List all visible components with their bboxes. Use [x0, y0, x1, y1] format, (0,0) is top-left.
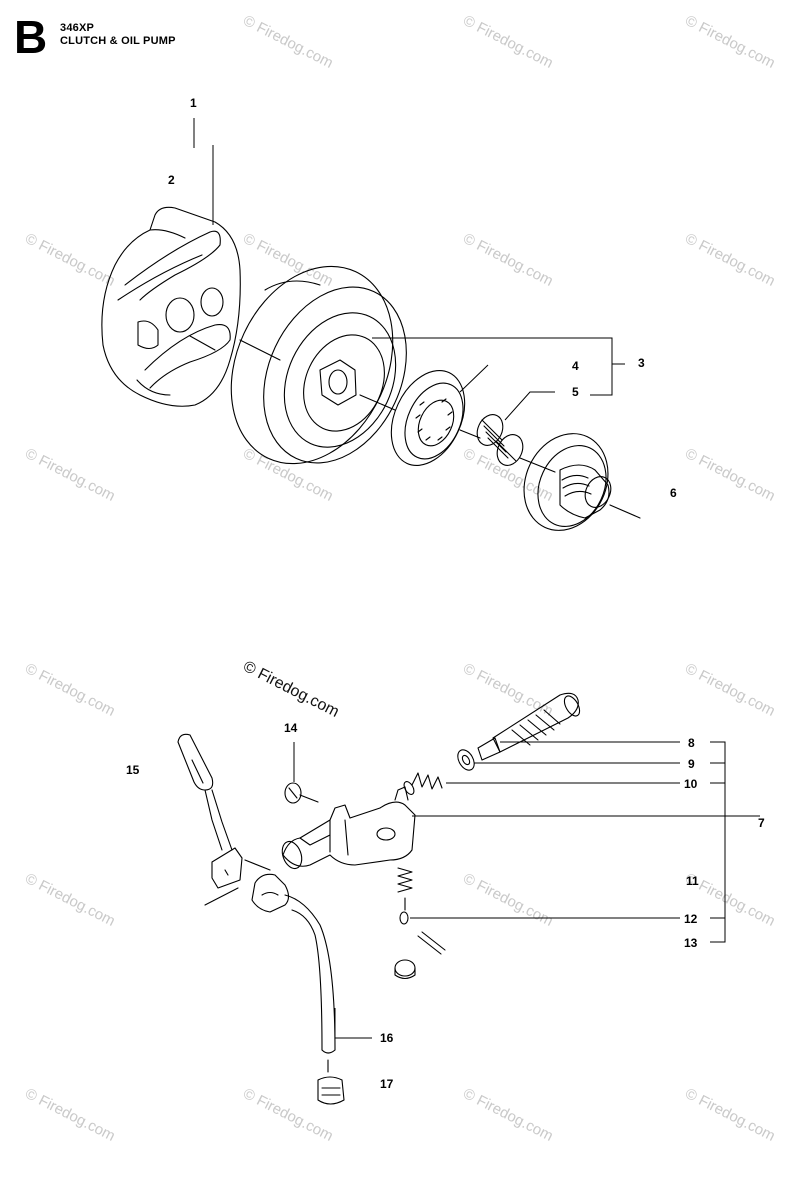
guide-plate-15	[178, 734, 242, 888]
callout-10: 10	[684, 777, 698, 791]
pump-housing-7	[279, 787, 415, 871]
rim-sprocket	[377, 359, 479, 478]
callout-4: 4	[572, 359, 579, 373]
callout-5: 5	[572, 385, 579, 399]
leader-lines-pump	[294, 742, 760, 1038]
callout-15: 15	[126, 763, 140, 777]
adjust-spring-11	[398, 868, 412, 910]
section-title: CLUTCH & OIL PUMP	[60, 35, 176, 47]
callout-8: 8	[688, 736, 695, 750]
washer-6	[509, 420, 624, 544]
axis-line	[205, 888, 238, 905]
drive-worm-8	[478, 693, 583, 760]
callout-2: 2	[168, 173, 175, 187]
callout-9: 9	[688, 757, 695, 771]
model-number: 346XP	[60, 22, 95, 34]
leader-lines-clutch	[194, 118, 625, 420]
callout-1: 1	[190, 96, 197, 110]
callout-11: 11	[686, 874, 699, 888]
callout-17: 17	[380, 1077, 394, 1091]
screw-14	[285, 783, 318, 803]
plug-13	[395, 960, 415, 979]
oil-hose-16	[252, 874, 335, 1053]
clutch-drum	[200, 240, 433, 490]
sheet-letter: B	[14, 11, 48, 63]
callout-12: 12	[684, 912, 698, 926]
callout-7: 7	[758, 816, 765, 830]
callout-6: 6	[670, 486, 677, 500]
spring-10	[402, 773, 442, 796]
clutch-shoe	[102, 207, 240, 406]
pin-12	[400, 912, 445, 954]
callout-3: 3	[638, 356, 645, 370]
callout-13: 13	[684, 936, 698, 950]
washer-9	[454, 747, 477, 773]
oil-filter-17	[318, 1060, 344, 1104]
needle-bearing	[472, 410, 527, 469]
callout-16: 16	[380, 1031, 394, 1045]
callout-14: 14	[284, 721, 298, 735]
